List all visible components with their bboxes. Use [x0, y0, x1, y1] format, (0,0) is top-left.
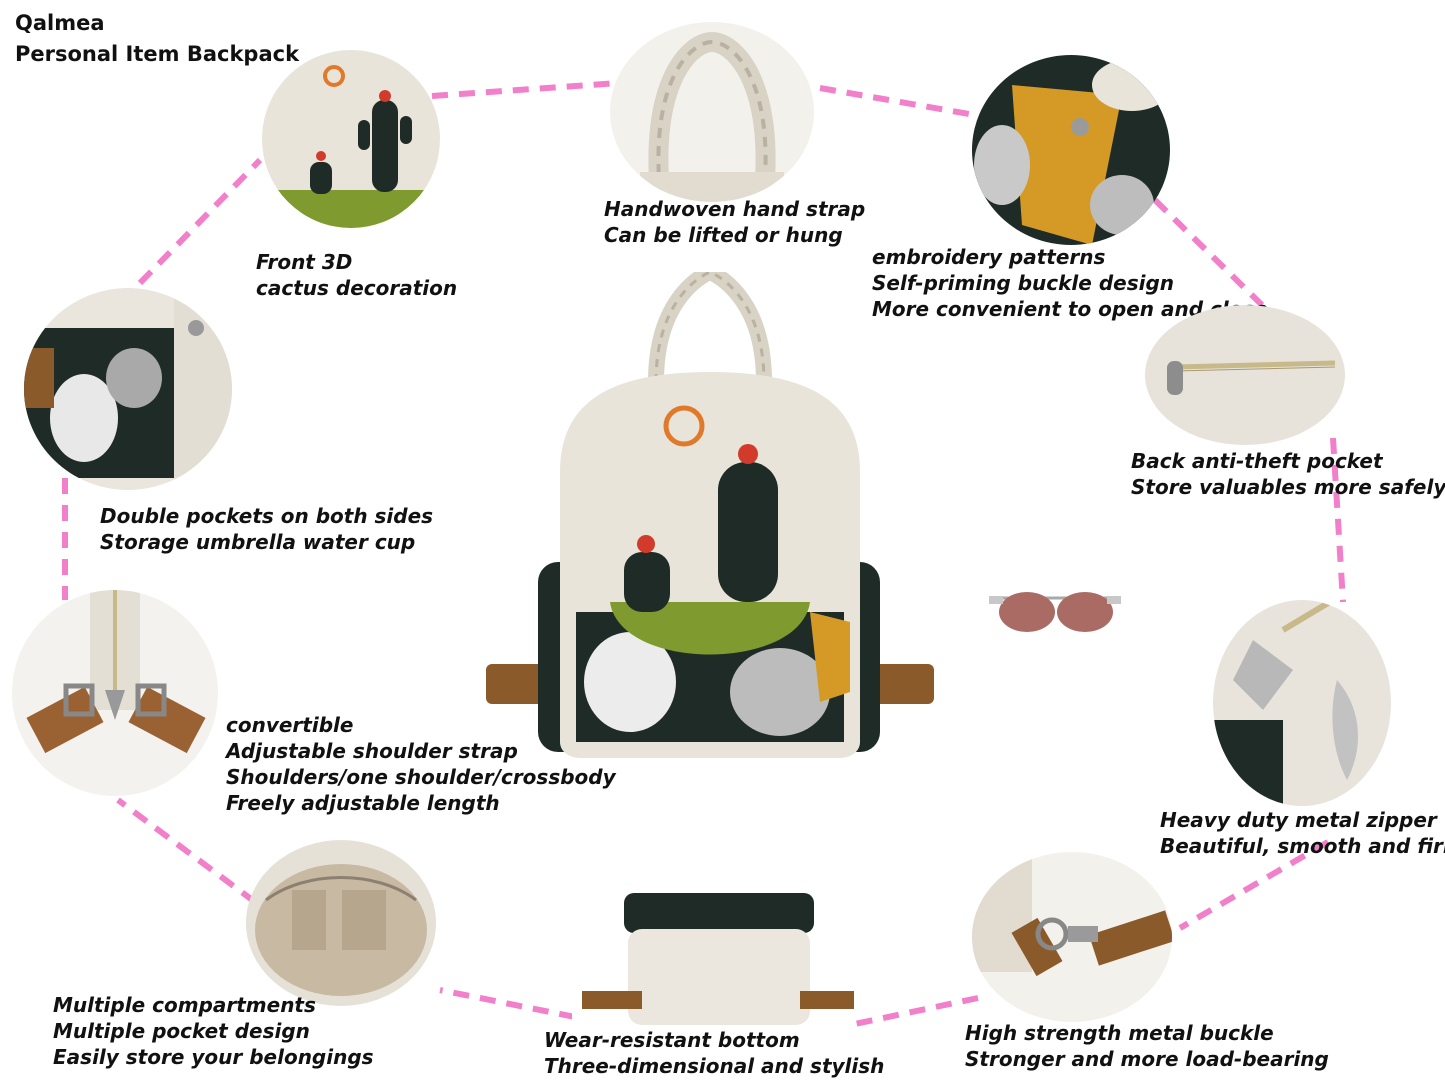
handstrap-detail-image: [610, 22, 814, 202]
compartments-detail-image: [246, 840, 436, 1006]
brand-name: Qalmea: [15, 11, 105, 35]
brand-title: Qalmea Personal Item Backpack: [15, 8, 299, 70]
antitheft-pocket-detail-image: [1145, 305, 1345, 445]
buckle-detail-image: [972, 55, 1170, 245]
sunglasses-image: [989, 592, 1121, 632]
shoulder-strap-detail-image: [12, 590, 218, 796]
side-pocket-detail-image: [24, 288, 232, 490]
metal-buckle-detail-image: [972, 852, 1172, 1022]
zipper-detail-image: [1213, 600, 1391, 806]
brand-subtitle: Personal Item Backpack: [15, 42, 300, 66]
cactus-detail-image: [262, 50, 440, 228]
bottom-detail-image: [572, 885, 854, 1045]
backpack-main-image: [486, 272, 934, 758]
